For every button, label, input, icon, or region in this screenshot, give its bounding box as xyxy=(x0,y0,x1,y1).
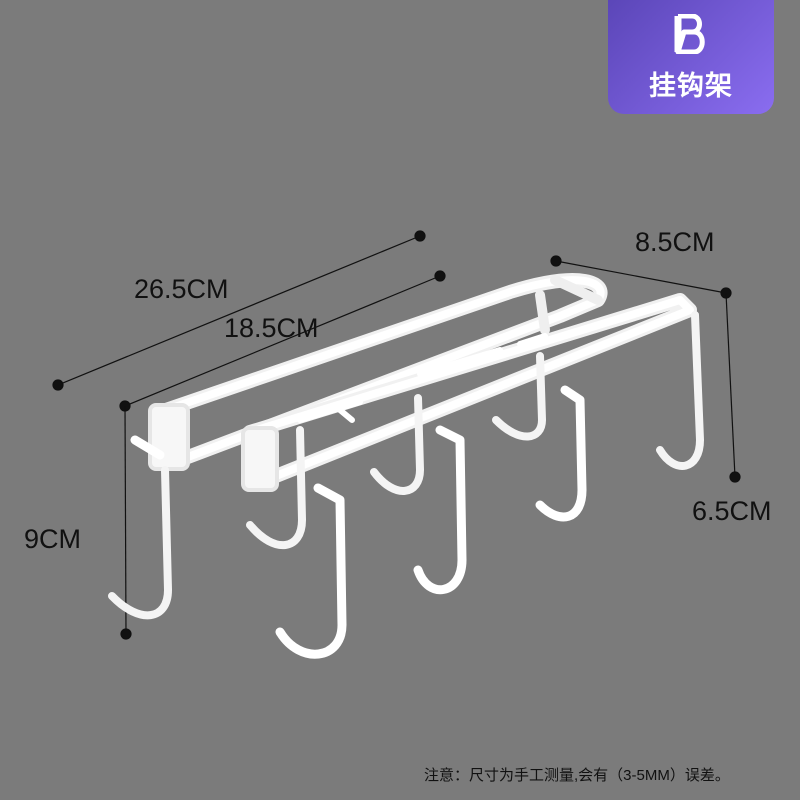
b-logo-icon xyxy=(674,14,705,54)
dim-front-height: 9CM xyxy=(24,524,82,554)
product-category-badge: 挂钩架 xyxy=(608,0,774,114)
measurement-note: 注意：尺寸为手工测量,会有（3-5MM）误差。 xyxy=(424,767,730,784)
dim-inner-length: 18.5CM xyxy=(224,313,319,343)
hook-rack xyxy=(108,273,704,659)
badge-title: 挂钩架 xyxy=(649,71,733,101)
dimension-lines xyxy=(52,230,741,640)
dim-width: 8.5CM xyxy=(635,227,715,257)
dim-overall-length: 26.5CM xyxy=(134,274,229,304)
dim-back-height: 6.5CM xyxy=(692,496,772,526)
